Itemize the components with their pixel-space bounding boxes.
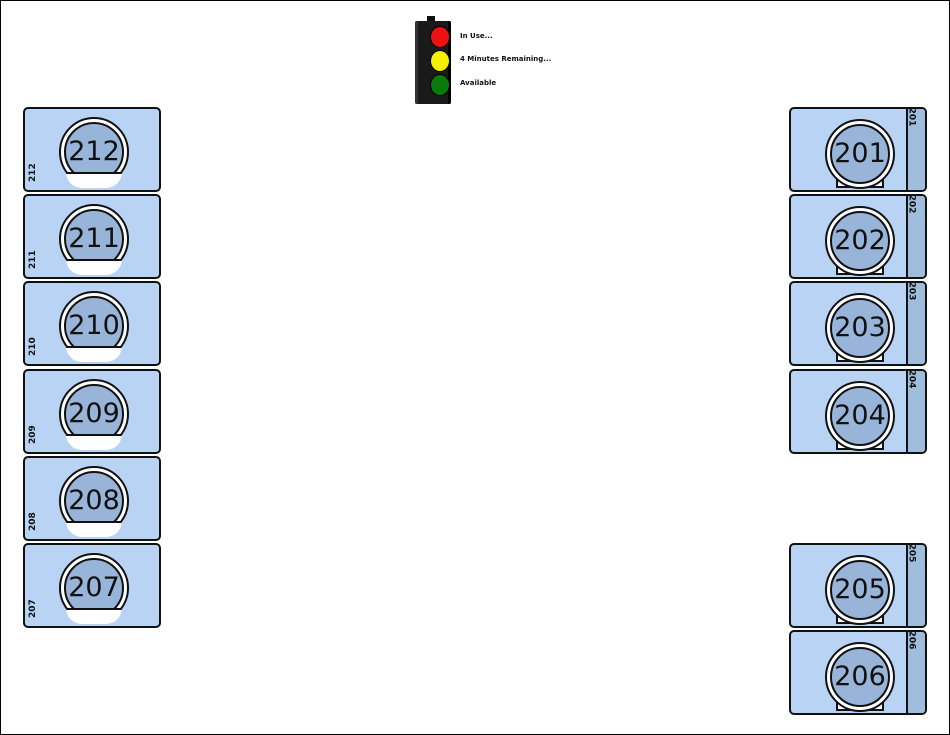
station-number: 208	[68, 485, 120, 516]
station-side-strip	[906, 545, 925, 626]
station-211[interactable]: 211 211	[23, 194, 161, 279]
station-number: 202	[834, 225, 886, 256]
station-number: 211	[68, 223, 120, 254]
station-206[interactable]: 206 206	[789, 630, 927, 715]
station-seat-icon: 210	[59, 291, 129, 362]
station-side-label: 204	[906, 369, 917, 389]
station-number: 210	[68, 310, 120, 341]
legend-in-use: In Use...	[460, 32, 493, 40]
station-208[interactable]: 208 208	[23, 456, 161, 541]
station-number: 205	[834, 574, 886, 605]
station-seat-icon: 204	[825, 381, 895, 451]
traffic-light-icon	[413, 16, 453, 104]
station-side-strip	[906, 283, 925, 364]
station-seat-icon: 202	[825, 206, 895, 276]
station-212[interactable]: 212 212	[23, 107, 161, 192]
station-number: 206	[834, 661, 886, 692]
station-side-label: 208	[28, 512, 38, 531]
station-side-strip	[906, 109, 925, 190]
station-number: 212	[68, 136, 120, 167]
station-seat-icon: 211	[59, 204, 129, 275]
legend-minutes-remaining: 4 Minutes Remaining...	[460, 55, 552, 63]
station-207[interactable]: 207 207	[23, 543, 161, 628]
available-light-icon	[430, 74, 450, 96]
station-210[interactable]: 210 210	[23, 281, 161, 366]
station-seat-icon: 212	[59, 117, 129, 188]
station-side-label: 211	[28, 250, 38, 269]
station-side-strip	[906, 371, 925, 452]
station-number: 201	[834, 138, 886, 169]
station-side-label: 212	[28, 163, 38, 182]
station-202[interactable]: 202 202	[789, 194, 927, 279]
station-side-label: 205	[906, 543, 917, 563]
station-seat-icon: 208	[59, 466, 129, 537]
station-side-label: 206	[906, 630, 917, 650]
station-side-strip	[906, 632, 925, 713]
station-209[interactable]: 209 209	[23, 369, 161, 454]
station-seat-icon: 209	[59, 379, 129, 450]
station-201[interactable]: 201 201	[789, 107, 927, 192]
station-203[interactable]: 203 203	[789, 281, 927, 366]
station-number: 207	[68, 572, 120, 603]
station-side-label: 207	[28, 599, 38, 618]
station-204[interactable]: 204 204	[789, 369, 927, 454]
station-seat-icon: 203	[825, 293, 895, 363]
legend-available: Available	[460, 79, 497, 87]
station-side-label: 202	[906, 194, 917, 214]
station-number: 204	[834, 400, 886, 431]
station-side-label: 210	[28, 337, 38, 356]
station-side-strip	[906, 196, 925, 277]
station-side-label: 209	[28, 425, 38, 444]
station-side-label: 201	[906, 107, 917, 127]
minutes-remaining-light-icon	[430, 50, 450, 72]
in-use-light-icon	[430, 26, 450, 48]
station-seat-icon: 207	[59, 553, 129, 624]
station-number: 203	[834, 312, 886, 343]
station-side-label: 203	[906, 281, 917, 301]
station-seat-icon: 205	[825, 555, 895, 625]
station-number: 209	[68, 398, 120, 429]
station-seat-icon: 201	[825, 119, 895, 189]
station-205[interactable]: 205 205	[789, 543, 927, 628]
station-seat-icon: 206	[825, 642, 895, 712]
